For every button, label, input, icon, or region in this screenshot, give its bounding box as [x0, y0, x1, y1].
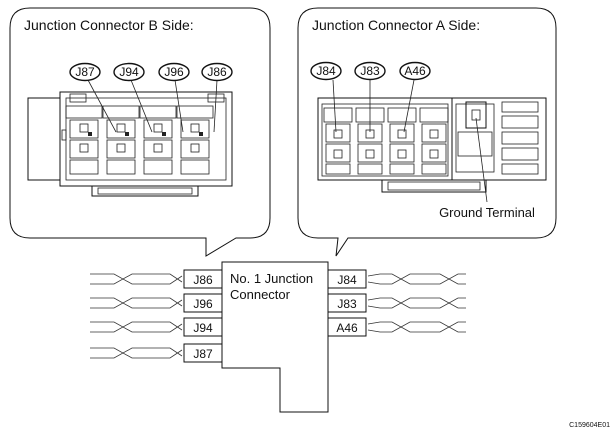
callout-a-title: Junction Connector A Side:	[312, 17, 480, 33]
pin-label-b-2: J94	[119, 65, 139, 79]
pin-callouts-b: J87 J94 J96 J86	[69, 62, 233, 133]
left-pin-2: J96	[193, 297, 213, 311]
right-pin-2: J83	[337, 297, 357, 311]
pin-oval-b-2	[113, 62, 145, 82]
right-pin-3: A46	[336, 321, 358, 335]
pin-oval-b-3	[158, 62, 190, 82]
junction-label-line2: Connector	[230, 287, 291, 302]
pin-oval-a-1	[310, 61, 342, 81]
left-pin-3: J94	[193, 321, 213, 335]
pin-label-a-2: J83	[360, 64, 380, 78]
pin-callouts-a: J84 J83 A46 Ground Terminal	[310, 61, 535, 220]
left-pin-4: J87	[193, 347, 213, 361]
pin-oval-b-4	[201, 62, 233, 82]
left-pin-1: J86	[193, 273, 213, 287]
junction-connector: No. 1 Junction Connector J86 J96 J94 J87…	[183, 261, 367, 413]
ground-terminal-label: Ground Terminal	[439, 205, 535, 220]
pin-label-b-4: J86	[207, 65, 227, 79]
callout-a-side: Junction Connector A Side:	[297, 7, 557, 257]
left-pin-boxes: J86 J96 J94 J87	[183, 269, 223, 363]
right-pin-1: J84	[337, 273, 357, 287]
pin-label-a-3: A46	[404, 64, 426, 78]
pin-label-b-3: J96	[164, 65, 184, 79]
pin-oval-a-2	[354, 61, 386, 81]
callout-b-title: Junction Connector B Side:	[24, 17, 194, 33]
wires-left	[90, 273, 183, 359]
pin-label-b-1: J87	[75, 65, 95, 79]
wires-right	[367, 273, 466, 333]
pin-oval-b-1	[69, 62, 101, 82]
junction-label-line1: No. 1 Junction	[230, 271, 313, 286]
connector-b-drawing	[27, 91, 233, 197]
connector-a-drawing	[317, 97, 547, 193]
pin-oval-a-3	[399, 61, 431, 81]
right-pin-boxes: J84 J83 A46	[327, 269, 367, 337]
pin-label-a-1: J84	[316, 64, 336, 78]
callout-b-side: Junction Connector B Side:	[9, 7, 271, 257]
figure-code: C159604E01	[569, 422, 610, 429]
